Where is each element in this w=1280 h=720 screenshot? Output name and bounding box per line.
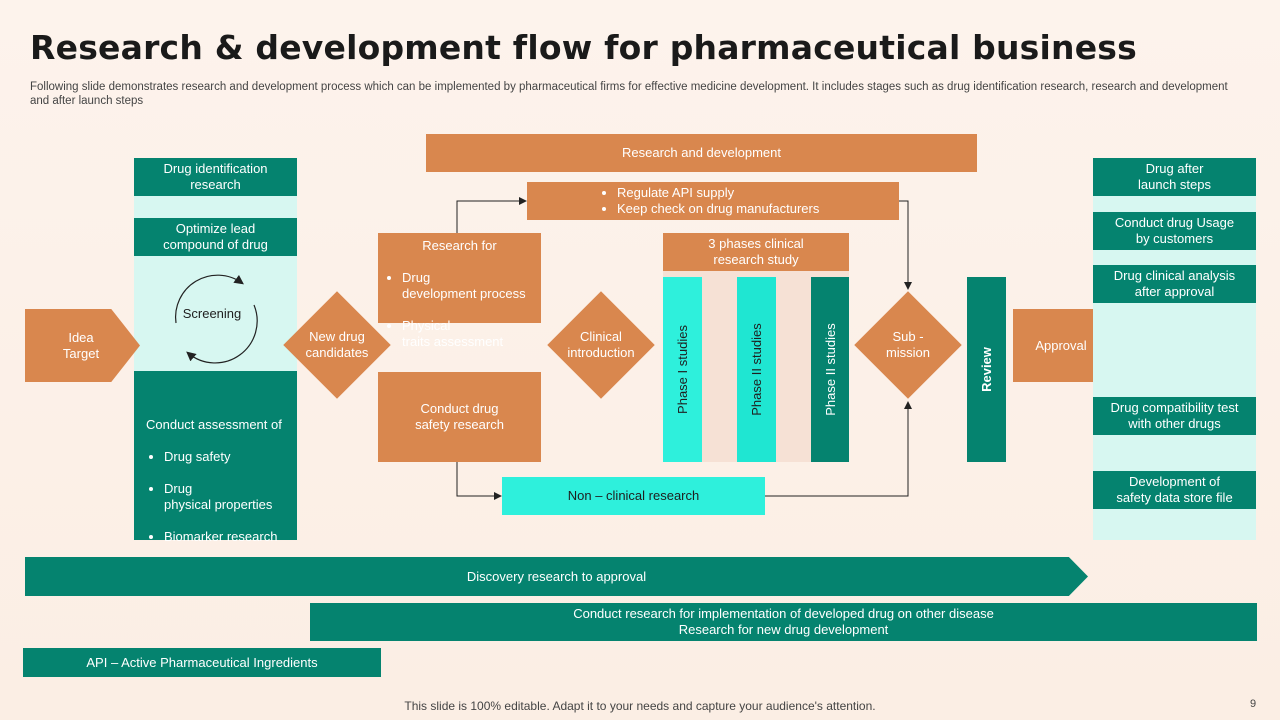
regulate-item: Regulate API supply: [617, 185, 899, 201]
research-for-box: Research for Drug development process Ph…: [378, 233, 541, 349]
phase-3-bar: Phase II studies: [811, 277, 849, 462]
footer-note: This slide is 100% editable. Adapt it to…: [404, 699, 876, 713]
assessment-item: Drug physical properties: [164, 481, 291, 513]
assessment-box: Conduct assessment of Drug safety Drug p…: [134, 371, 297, 544]
page-number: 9: [1250, 698, 1257, 710]
three-phases-box: 3 phases clinical research study: [663, 233, 849, 271]
review-label: Review: [979, 347, 994, 392]
clinical-analysis-box: Drug clinical analysis after approval: [1093, 265, 1256, 303]
assessment-item: Drug safety: [164, 449, 291, 465]
submission-label: Sub - mission: [885, 329, 931, 360]
phase-1-label: Phase I studies: [675, 325, 691, 414]
arrow-regulate-to-submission: [898, 200, 912, 290]
research-and-development-box: Research and development: [426, 134, 977, 172]
regulate-list: Regulate API supply Keep check on drug m…: [599, 185, 899, 217]
usage-box: Conduct drug Usage by customers: [1093, 212, 1256, 250]
research-for-title: Research for: [422, 238, 497, 253]
phase-2-bar: Phase II studies: [737, 277, 776, 462]
regulate-box: Regulate API supply Keep check on drug m…: [527, 182, 899, 220]
conduct-research-box: Conduct research for implementation of d…: [310, 603, 1257, 641]
regulate-item: Keep check on drug manufacturers: [617, 201, 899, 217]
discovery-arrow: [25, 557, 1088, 596]
approval-label: Approval: [1035, 337, 1087, 353]
drug-after-launch-box: Drug after launch steps: [1093, 158, 1256, 196]
arrow-non-clinical-to-submission: [765, 401, 912, 497]
drug-identification-box: Drug identification research: [134, 158, 297, 196]
page-title: Research & development flow for pharmace…: [30, 28, 1137, 67]
research-for-item: Physical traits assessment: [402, 318, 535, 350]
screening-cycle-icon: [175, 274, 258, 364]
safety-store-box: Development of safety data store file: [1093, 471, 1256, 509]
screening-label: Screening: [182, 306, 242, 321]
assessment-title: Conduct assessment of: [146, 417, 282, 432]
arrow-to-regulate: [456, 197, 527, 233]
compatibility-box: Drug compatibility test with other drugs: [1093, 397, 1256, 435]
optimize-lead-box: Optimize lead compound of drug: [134, 218, 297, 256]
assessment-item: Biomarker research: [164, 529, 291, 545]
page-subtitle: Following slide demonstrates research an…: [30, 81, 1228, 107]
review-bar: Review: [967, 277, 1006, 462]
discovery-label: Discovery research to approval: [466, 568, 647, 584]
non-clinical-research-box: Non – clinical research: [502, 477, 765, 515]
research-for-list: Drug development process Physical traits…: [384, 254, 535, 366]
phase-1-bar: Phase I studies: [663, 277, 702, 462]
assessment-list: Drug safety Drug physical properties Bio…: [146, 433, 291, 561]
new-drug-candidates-label: New drug candidates: [305, 329, 369, 360]
phase-3-label: Phase II studies: [822, 323, 838, 416]
api-box: API – Active Pharmaceutical Ingredients: [23, 648, 381, 677]
phase-2-label: Phase II studies: [749, 323, 764, 416]
safety-research-box: Conduct drug safety research: [378, 372, 541, 462]
research-for-item: Drug development process: [402, 270, 535, 302]
idea-target-label: Idea Target: [62, 329, 100, 361]
arrow-to-non-clinical: [456, 462, 502, 500]
clinical-introduction-label: Clinical introduction: [567, 329, 635, 360]
